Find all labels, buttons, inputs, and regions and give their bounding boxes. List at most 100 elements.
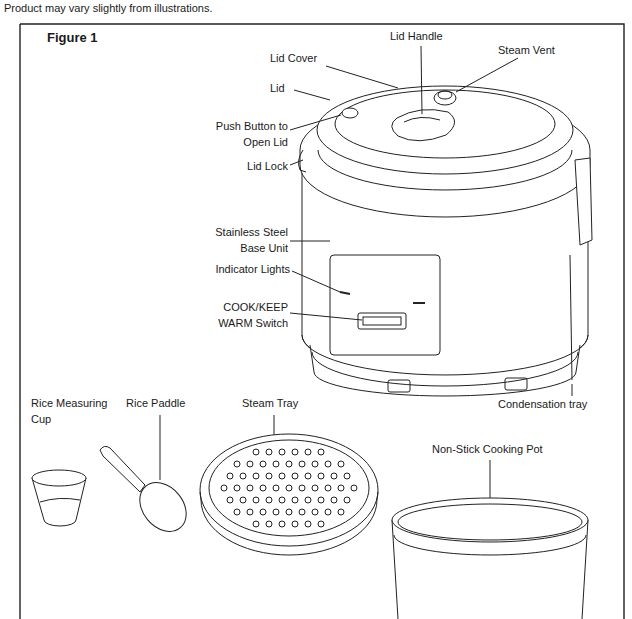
part-label: Stainless Steel Base Unit	[202, 224, 288, 256]
tray-hole	[266, 521, 272, 527]
tray-hole	[266, 449, 272, 455]
tray-hole	[286, 509, 292, 515]
lid	[299, 86, 590, 217]
part-label: Condensation tray	[498, 396, 608, 412]
tray-hole	[338, 509, 344, 515]
tray-hole	[331, 497, 337, 503]
tray-hole	[344, 497, 350, 503]
part-label: Rice Measuring Cup	[31, 395, 111, 427]
tray-hole	[312, 485, 318, 491]
tray-hole	[227, 497, 233, 503]
part-label: COOK/KEEP WARM Switch	[208, 299, 288, 331]
tray-hole	[305, 473, 311, 479]
label-wrap: Condensation tray	[498, 396, 608, 412]
tray-hole	[318, 521, 324, 527]
part-label: Lid	[270, 80, 310, 96]
tray-hole	[240, 473, 246, 479]
tray-hole	[273, 509, 279, 515]
cook-switch	[358, 313, 406, 329]
control-panel	[330, 255, 440, 355]
tray-hole	[338, 461, 344, 467]
tray-hole	[227, 473, 233, 479]
tray-edge	[570, 255, 572, 380]
tray-hole	[305, 521, 311, 527]
steam-tray	[200, 434, 378, 555]
part-label: Lid Handle	[390, 28, 470, 44]
label-wrap: Steam Tray	[242, 395, 322, 411]
label-wrap: Lid	[270, 80, 310, 96]
tray-hole	[299, 485, 305, 491]
part-label: Lid Cover	[270, 50, 340, 66]
tray-hole	[312, 461, 318, 467]
tray-hole	[318, 497, 324, 503]
part-label: Product may vary slightly from illustrat…	[4, 0, 304, 16]
leader-line	[160, 46, 572, 505]
label-wrap: Lid Cover	[270, 50, 340, 66]
tray-hole	[260, 485, 266, 491]
label-wrap: Rice Paddle	[126, 395, 206, 411]
tray-hole	[299, 461, 305, 467]
tray-hole	[266, 473, 272, 479]
tray-hole	[253, 497, 259, 503]
label-wrap: Product may vary slightly from illustrat…	[4, 0, 304, 16]
tray-hole	[234, 485, 240, 491]
figure-title: Figure 1	[47, 30, 98, 45]
tray-hole	[253, 449, 259, 455]
tray-hole	[331, 473, 337, 479]
tray-hole	[325, 485, 331, 491]
tray-hole	[318, 473, 324, 479]
tray-hole	[260, 461, 266, 467]
label-wrap: Steam Vent	[498, 42, 588, 58]
tray-hole	[292, 497, 298, 503]
tray-hole	[286, 485, 292, 491]
tray-hole	[286, 461, 292, 467]
tray-hole	[325, 509, 331, 515]
push-button	[342, 108, 358, 118]
tray-hole	[221, 485, 227, 491]
tray-hole	[299, 509, 305, 515]
tray-hole	[279, 521, 285, 527]
tray-hole	[305, 449, 311, 455]
label-wrap: Lid Handle	[390, 28, 470, 44]
part-label: Rice Paddle	[126, 395, 206, 411]
tray-hole	[338, 485, 344, 491]
part-label: Push Button to Open Lid	[202, 118, 288, 150]
tray-hole	[273, 485, 279, 491]
label-wrap: COOK/KEEP WARM Switch	[208, 299, 288, 331]
tray-hole	[260, 509, 266, 515]
tray-hole	[312, 509, 318, 515]
condensation-tray	[575, 158, 592, 245]
tray-hole	[247, 509, 253, 515]
part-label: Lid Lock	[218, 158, 288, 174]
tray-hole	[318, 449, 324, 455]
tray-hole	[292, 521, 298, 527]
rice-paddle	[100, 446, 196, 540]
tray-hole	[325, 461, 331, 467]
label-wrap: Rice Measuring Cup	[31, 395, 111, 427]
tray-hole	[234, 461, 240, 467]
tray-hole	[247, 461, 253, 467]
tray-hole	[253, 473, 259, 479]
part-label: Steam Vent	[498, 42, 588, 58]
label-wrap: Indicator Lights	[190, 261, 290, 277]
tray-hole	[273, 461, 279, 467]
label-wrap: Push Button to Open Lid	[202, 118, 288, 150]
tray-hole	[279, 449, 285, 455]
tray-hole	[247, 485, 253, 491]
lid-handle	[392, 110, 455, 141]
tray-hole	[305, 497, 311, 503]
steam-vent	[434, 91, 456, 105]
tray-hole	[253, 521, 259, 527]
label-wrap: Non-Stick Cooking Pot	[432, 441, 562, 457]
part-label: Indicator Lights	[190, 261, 290, 277]
label-wrap: Stainless Steel Base Unit	[202, 224, 288, 256]
tray-hole	[292, 449, 298, 455]
tray-hole	[240, 497, 246, 503]
tray-hole	[344, 473, 350, 479]
tray-hole	[351, 485, 357, 491]
tray-hole	[266, 497, 272, 503]
tray-hole	[234, 509, 240, 515]
part-label: Steam Tray	[242, 395, 322, 411]
label-wrap: Lid Lock	[218, 158, 288, 174]
